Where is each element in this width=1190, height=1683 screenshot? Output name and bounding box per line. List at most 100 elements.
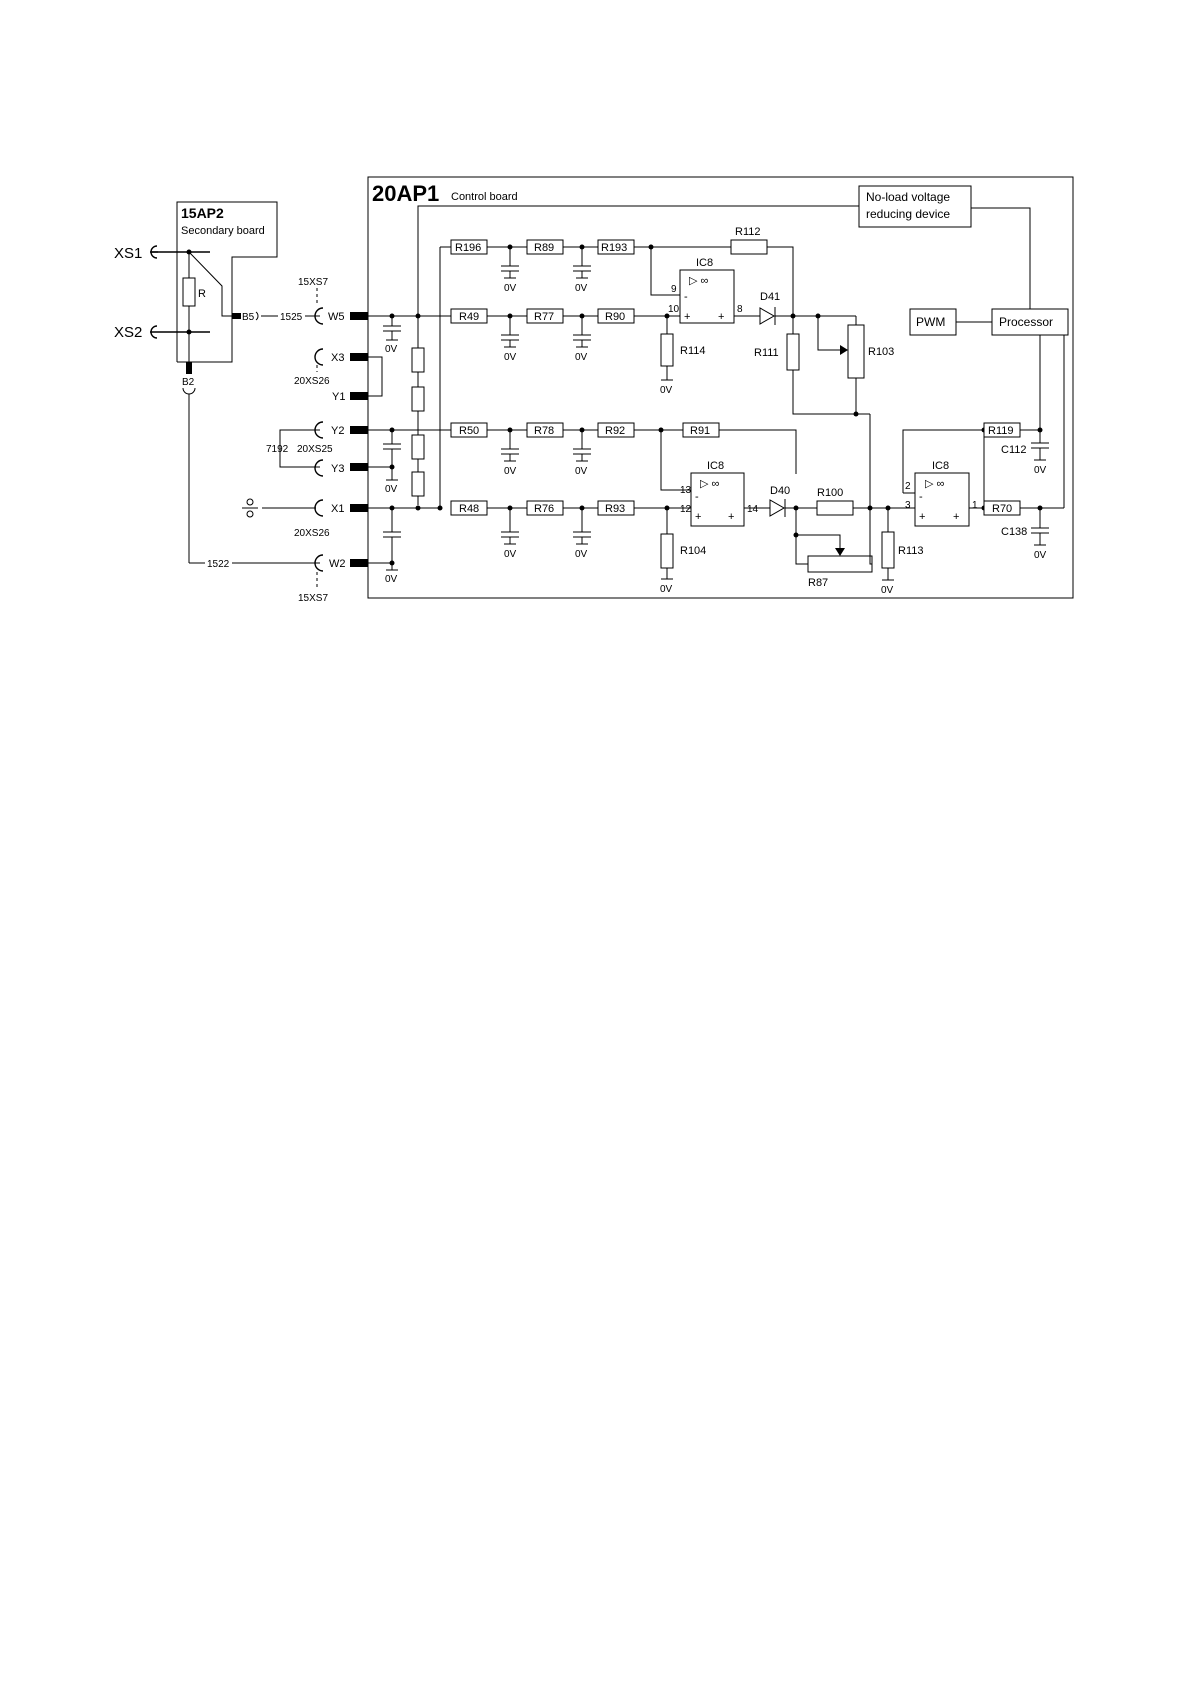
xs26-bottom-label: 20XS26 (294, 528, 330, 539)
resistor-r193-label: R193 (601, 242, 627, 254)
resistor-r91-label: R91 (690, 425, 710, 437)
resistor-r48-label: R48 (459, 503, 479, 515)
resistor-r70-label: R70 (992, 503, 1012, 515)
xs26-top-label: 20XS26 (294, 376, 330, 387)
control-board-subtitle: Control board (451, 191, 518, 203)
pin-13: 13 (680, 485, 692, 496)
pin-y3-label: Y3 (331, 463, 344, 475)
resistor-r50-label: R50 (459, 425, 479, 437)
opamp-symbol: ▷ ∞ (689, 275, 708, 287)
ground-label: 0V (660, 385, 673, 396)
ground-label: 0V (660, 584, 673, 595)
divider-resistor-1 (411, 347, 425, 373)
ground-label: 0V (504, 549, 517, 560)
resistor-r93-label: R93 (605, 503, 625, 515)
pin-x1-label: X1 (331, 503, 344, 515)
pin-14: 14 (747, 504, 759, 515)
resistor-r112-label: R112 (735, 226, 760, 238)
resistor-r100-label: R100 (817, 487, 843, 499)
opamp-ic8-a: IC8 ▷ ∞ - + + 9 10 8 (668, 257, 743, 324)
ground-label: 0V (881, 585, 894, 596)
opamp-plus: + (718, 311, 724, 323)
capacitor-row3-a: 0V (501, 430, 519, 477)
control-board-title: 20AP1 (372, 181, 439, 206)
control-board: 20AP1 Control board No-load voltage redu… (350, 176, 1074, 599)
diode-d40-label: D40 (770, 485, 790, 497)
resistor-r103-label: R103 (868, 346, 894, 358)
resistor-r114-label: R114 (680, 345, 705, 357)
opamp-minus: - (919, 491, 923, 503)
ground-label: 0V (575, 283, 588, 294)
capacitor-row1-a: 0V (501, 247, 519, 294)
capacitor-row1-b: 0V (573, 247, 591, 294)
potentiometer-r87 (807, 555, 873, 573)
processor-label: Processor (999, 315, 1053, 329)
secondary-board-subtitle: Secondary board (181, 225, 265, 237)
diode-d41-label: D41 (760, 291, 780, 303)
resistor-r78-label: R78 (534, 425, 554, 437)
capacitor-row3-b: 0V (573, 430, 591, 477)
x1-plug-icon (314, 499, 324, 517)
ground-label: 0V (504, 466, 517, 477)
ground-label: 0V (504, 283, 517, 294)
xs25-label: 20XS25 (297, 444, 333, 455)
b5-label: B5 (242, 312, 255, 323)
pin-10: 10 (668, 304, 680, 315)
divider-resistor-2 (411, 386, 425, 412)
capacitor-c112: C112 0V (1001, 430, 1049, 476)
resistor-r49-label: R49 (459, 311, 479, 323)
ground-label: 0V (575, 466, 588, 477)
resistor-r104 (660, 533, 674, 569)
opamp-symbol: ▷ ∞ (925, 478, 944, 490)
resistor-r111 (786, 333, 800, 371)
opamp-plus: + (953, 511, 959, 523)
resistor-r119-label: R119 (988, 425, 1013, 437)
pin-1: 1 (972, 500, 978, 511)
xs2-label: XS2 (114, 324, 142, 341)
opamp-symbol: ▷ ∞ (700, 478, 719, 490)
resistor-r104-label: R104 (680, 545, 706, 557)
resistor-r196-label: R196 (455, 242, 481, 254)
resistor-r100 (816, 500, 854, 516)
secondary-board: 15AP2 Secondary board XS1 XS2 R B5 1525 … (114, 201, 320, 570)
opamp-ic8-b: IC8 ▷ ∞ - + + 13 12 14 (680, 460, 759, 527)
ground-label: 0V (385, 344, 398, 355)
w5-plug-icon (314, 307, 324, 325)
capacitor-row2-b: 0V (573, 316, 591, 363)
ground-label: 0V (385, 484, 398, 495)
pin-x3-label: X3 (331, 352, 344, 364)
connectors: 15XS7 W5 X3 20XS26 Y1 Y2 7192 20XS25 Y3 … (242, 277, 383, 604)
opamp-ic8-c-label: IC8 (932, 460, 949, 472)
b2-label: B2 (182, 377, 195, 388)
w2-plug-icon (314, 554, 324, 572)
pin-3: 3 (905, 500, 911, 511)
resistor-r89-label: R89 (534, 242, 554, 254)
resistor-r113-label: R113 (898, 545, 923, 557)
pin-w5-label: W5 (328, 311, 345, 323)
resistor-r76-label: R76 (534, 503, 554, 515)
resistor-r77-label: R77 (534, 311, 554, 323)
ground-label: 0V (385, 574, 398, 585)
divider-resistor-3 (411, 434, 425, 460)
noload-voltage-block (858, 185, 972, 228)
wire-1525-label: 1525 (280, 312, 303, 323)
resistor-r111-label: R111 (754, 347, 779, 359)
opamp-plus: + (728, 511, 734, 523)
opamp-ic8-b-label: IC8 (707, 460, 724, 472)
wire-7192-label: 7192 (266, 444, 289, 455)
opamp-plus: + (695, 511, 701, 523)
pin-12: 12 (680, 504, 692, 515)
potentiometer-r103 (847, 324, 865, 379)
capacitor-c112-label: C112 (1001, 444, 1026, 456)
pin-w2-label: W2 (329, 558, 346, 570)
opamp-plus: + (919, 511, 925, 523)
diode-d41: D41 (759, 291, 780, 325)
ground-label: 0V (1034, 550, 1047, 561)
pwm-label: PWM (916, 315, 945, 329)
pin-8: 8 (737, 304, 743, 315)
pin-2: 2 (905, 481, 911, 492)
ground-label: 0V (1034, 465, 1047, 476)
ground-label: 0V (575, 352, 588, 363)
resistor-r-label: R (198, 288, 206, 300)
